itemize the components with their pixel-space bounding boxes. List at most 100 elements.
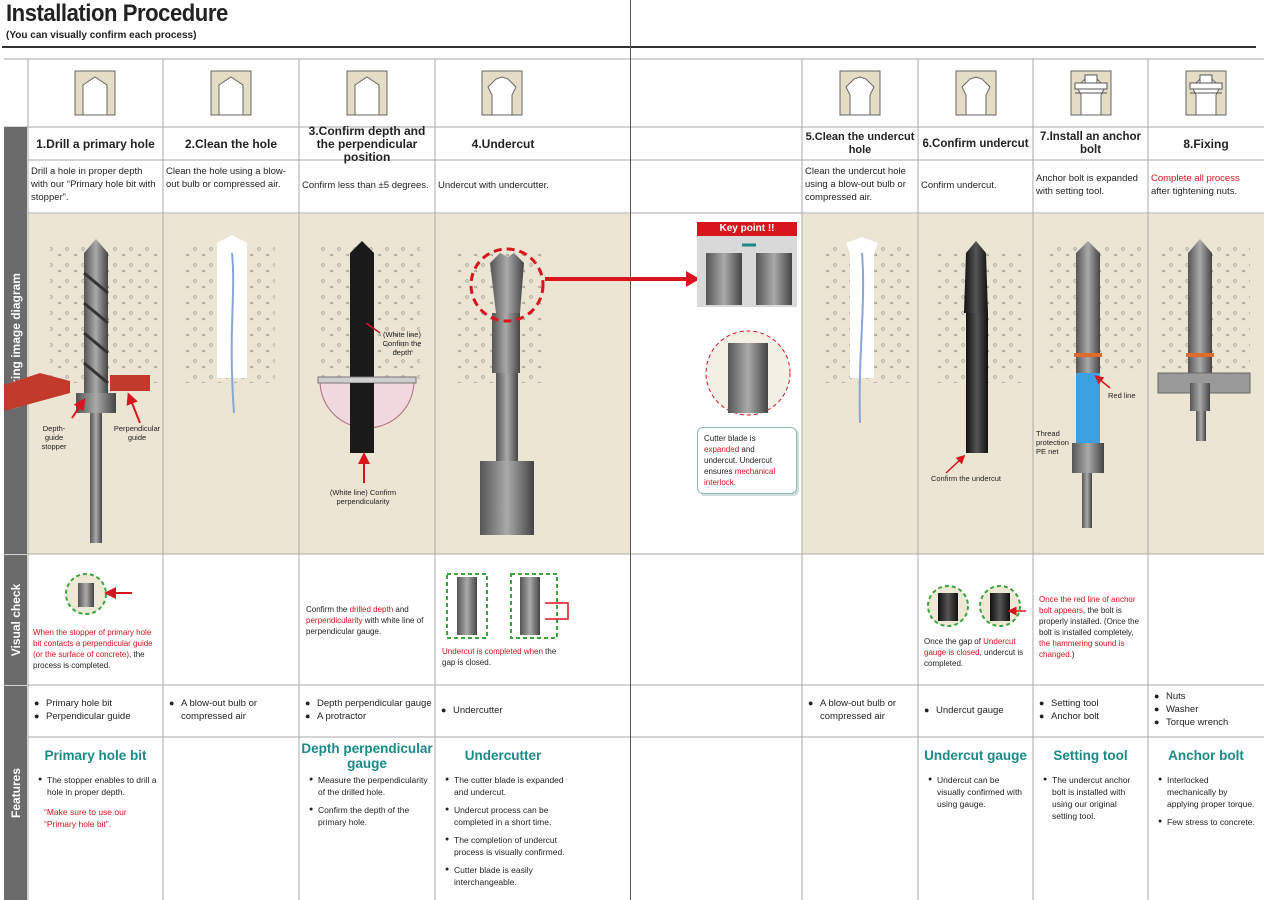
feature-list-3: Measure the perpendicularity of the dril… (299, 774, 435, 834)
visual-check-images (65, 573, 1026, 639)
clean-hole-diagram-1 (185, 235, 275, 414)
step-desc-7: Anchor bolt is expanded with setting too… (1036, 173, 1138, 197)
label-depth-guide: Depth-guide stopper (41, 424, 67, 451)
step-desc-6: Confirm undercut. (921, 180, 997, 191)
tools-list-5: A blow-out bulb or compressed air (802, 697, 918, 723)
step-title-7: 7.Install an anchor bolt (1040, 131, 1141, 156)
visual-check-6: Once the gap of Undercut gauge is closed… (924, 637, 1024, 668)
label-white-line-perp: (White line) Confirm perpendicularity (329, 488, 397, 506)
feature-item: The cutter blade is expanded and undercu… (445, 774, 567, 798)
label-red-line: Red line (1108, 391, 1136, 400)
label-perp-guide: Perpendicular guide (113, 424, 161, 442)
hole-icon-4 (481, 70, 523, 116)
undercut-gauge-diagram (935, 241, 1025, 474)
tools-list-3: Depth perpendicular gauge A protractor (299, 697, 435, 723)
hole-icon-row (74, 70, 1227, 116)
step-desc-8: Complete all process after tightening nu… (1151, 173, 1240, 197)
label-confirm-undercut: Confirm the undercut (930, 474, 1002, 483)
feature-list-7: The undercut anchor bolt is installed wi… (1033, 774, 1148, 828)
feature-item: The undercut anchor bolt is installed wi… (1043, 774, 1144, 822)
visual-check-7: Once the red line of anchor bolt appears… (1039, 595, 1140, 659)
tools-list-6: Undercut gauge (918, 704, 1033, 717)
step-desc-1: Drill a hole in proper depth with our “P… (31, 166, 156, 203)
tools-list-1: Primary hole bit Perpendicular guide (28, 697, 163, 723)
feature-item: Undercut process can be completed in a s… (445, 804, 567, 828)
hole-icon-3 (346, 70, 388, 116)
hole-icon-1 (74, 70, 116, 116)
working-diagram (4, 233, 1251, 543)
tool-item: A protractor (305, 710, 435, 723)
fixing-diagram (1157, 239, 1251, 441)
tools-list-2: A blow-out bulb or compressed air (163, 697, 299, 723)
feature-item: Interlocked mechanically by applying pro… (1158, 774, 1260, 810)
drill-bit-diagram (4, 239, 160, 543)
tool-item: Washer (1154, 703, 1264, 716)
key-point-note: Cutter blade is expanded and undercut. U… (697, 427, 797, 494)
hole-icon-5 (839, 70, 881, 116)
feature-list-8: Interlocked mechanically by applying pro… (1148, 774, 1264, 834)
tool-item: Undercut gauge (924, 704, 1033, 717)
hole-icon-2 (210, 70, 252, 116)
tool-item: Perpendicular guide (34, 710, 163, 723)
step-title-6: 6.Confirm undercut (922, 137, 1029, 150)
feature-title-7: Setting tool (1053, 748, 1128, 763)
tool-item: Setting tool (1039, 697, 1148, 710)
tool-item: Anchor bolt (1039, 710, 1148, 723)
feature-title-1: Primary hole bit (44, 748, 147, 763)
feature-item: Few stress to concrete. (1158, 816, 1260, 828)
tools-list-8: Nuts Washer Torque wrench (1148, 690, 1264, 729)
title-rule (2, 46, 1256, 48)
hole-icon-6 (955, 70, 997, 116)
page-subtitle: (You can visually confirm each process) (6, 30, 197, 41)
tool-item: A blow-out bulb or compressed air (808, 697, 918, 723)
step-desc-4: Undercut with undercutter. (438, 180, 549, 191)
feature-item: The completion of undercut process is vi… (445, 834, 567, 858)
feature-item: Undercut can be visually confirmed with … (928, 774, 1029, 810)
feature-note-1: “Make sure to use our “Primary hole bit”… (44, 807, 127, 829)
step-desc-5: Clean the undercut hole using a blow-out… (805, 166, 906, 203)
step-title-8: 8.Fixing (1183, 136, 1229, 151)
label-thread-protection: Thread protection PE net (1036, 429, 1069, 456)
side-label-working: Working image diagram (4, 127, 27, 554)
undercutter-diagram (455, 247, 700, 535)
feature-list-1: The stopper enables to drill a hole in p… (28, 774, 163, 804)
step-desc-2: Clean the hole using a blow-out bulb or … (166, 166, 286, 190)
step-title-1: 1.Drill a primary hole (36, 136, 155, 151)
feature-title-6: Undercut gauge (924, 748, 1027, 763)
side-label-visual: Visual check (4, 555, 27, 685)
side-label-features: Features (4, 686, 27, 900)
depth-gauge-diagram (317, 241, 420, 483)
tool-item: Torque wrench (1154, 716, 1264, 729)
visual-check-1: When the stopper of primary hole bit con… (33, 628, 153, 670)
step-title-4: 4.Undercut (471, 136, 535, 151)
tool-item: Undercutter (441, 704, 571, 717)
step-title-5: 5.Clean the undercut hole (805, 131, 915, 156)
hole-icon-7 (1070, 70, 1112, 116)
key-point-banner: Key point !! (697, 222, 797, 236)
center-fold-line (630, 0, 631, 900)
feature-item: Cutter blade is easily interchangeable. (445, 864, 567, 888)
tools-list-7: Setting tool Anchor bolt (1033, 697, 1148, 723)
tool-item: Nuts (1154, 690, 1264, 703)
hole-icon-8 (1185, 70, 1227, 116)
clean-hole-diagram-2 (822, 237, 912, 424)
tool-item: A blow-out bulb or compressed air (169, 697, 299, 723)
feature-item: Confirm the depth of the primary hole. (309, 804, 431, 828)
feature-title-8: Anchor bolt (1168, 748, 1244, 763)
tools-list-4: Undercutter (435, 704, 571, 717)
feature-title-3: Depth perpendicular gauge (301, 741, 433, 771)
step-desc-3: Confirm less than ±5 degrees. (302, 180, 429, 191)
visual-check-3: Confirm the drilled depth and perpendicu… (306, 605, 424, 636)
tool-item: Depth perpendicular gauge (305, 697, 435, 710)
step-title-2: 2.Clean the hole (184, 136, 278, 151)
step-title-3: 3.Confirm depth and the perpendicular po… (308, 123, 426, 164)
feature-item: The stopper enables to drill a hole in p… (38, 774, 159, 798)
key-point-images (697, 233, 797, 416)
visual-check-4: Undercut is completed when the gap is cl… (442, 647, 557, 667)
setting-tool-diagram (1048, 241, 1143, 528)
feature-item: Measure the perpendicularity of the dril… (309, 774, 431, 798)
feature-list-6: Undercut can be visually confirmed with … (918, 774, 1033, 816)
tool-item: Primary hole bit (34, 697, 163, 710)
feature-list-4: The cutter blade is expanded and undercu… (435, 774, 571, 894)
